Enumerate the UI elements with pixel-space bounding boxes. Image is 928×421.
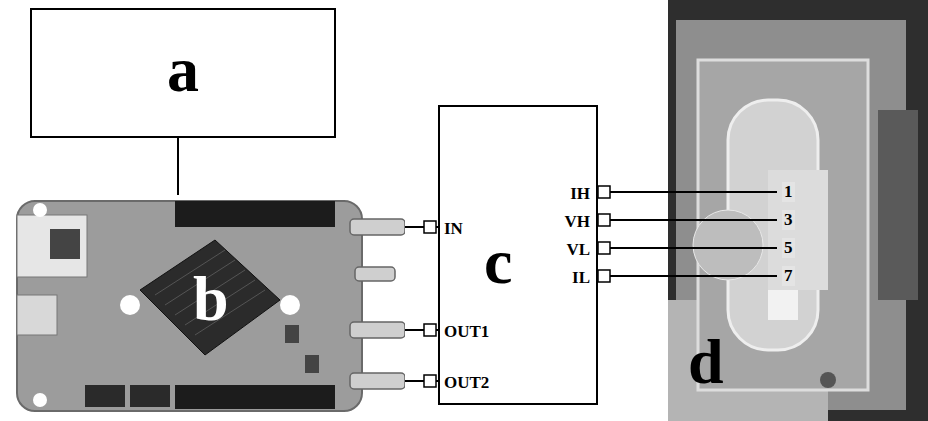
port-name: IH bbox=[570, 184, 590, 204]
node-letter: d bbox=[688, 330, 724, 394]
callout-number: 3 bbox=[782, 210, 795, 230]
callout-number: 5 bbox=[782, 238, 795, 258]
cell-photo: d bbox=[668, 0, 928, 421]
port-name: IL bbox=[572, 268, 590, 288]
wire bbox=[177, 138, 179, 195]
leader-wire bbox=[668, 247, 777, 249]
port-name: OUT2 bbox=[444, 373, 489, 393]
node-letter: c bbox=[484, 230, 512, 294]
interface-box: c IN OUT1OUT2 IH VH VL IL bbox=[438, 105, 598, 405]
leader-wire bbox=[668, 219, 777, 221]
callout-number: 1 bbox=[782, 182, 795, 202]
port-name: VL bbox=[566, 240, 590, 260]
node-letter: a bbox=[32, 38, 334, 102]
leader-wire bbox=[668, 191, 777, 193]
port-name: OUT1 bbox=[444, 322, 489, 342]
leader-wire bbox=[668, 275, 777, 277]
controller-box: a bbox=[30, 8, 336, 138]
port-name: VH bbox=[565, 212, 591, 232]
callout-number: 7 bbox=[782, 266, 795, 286]
board-illustration: b bbox=[15, 195, 405, 417]
port-name: IN bbox=[444, 219, 463, 239]
node-letter: b bbox=[193, 267, 229, 331]
